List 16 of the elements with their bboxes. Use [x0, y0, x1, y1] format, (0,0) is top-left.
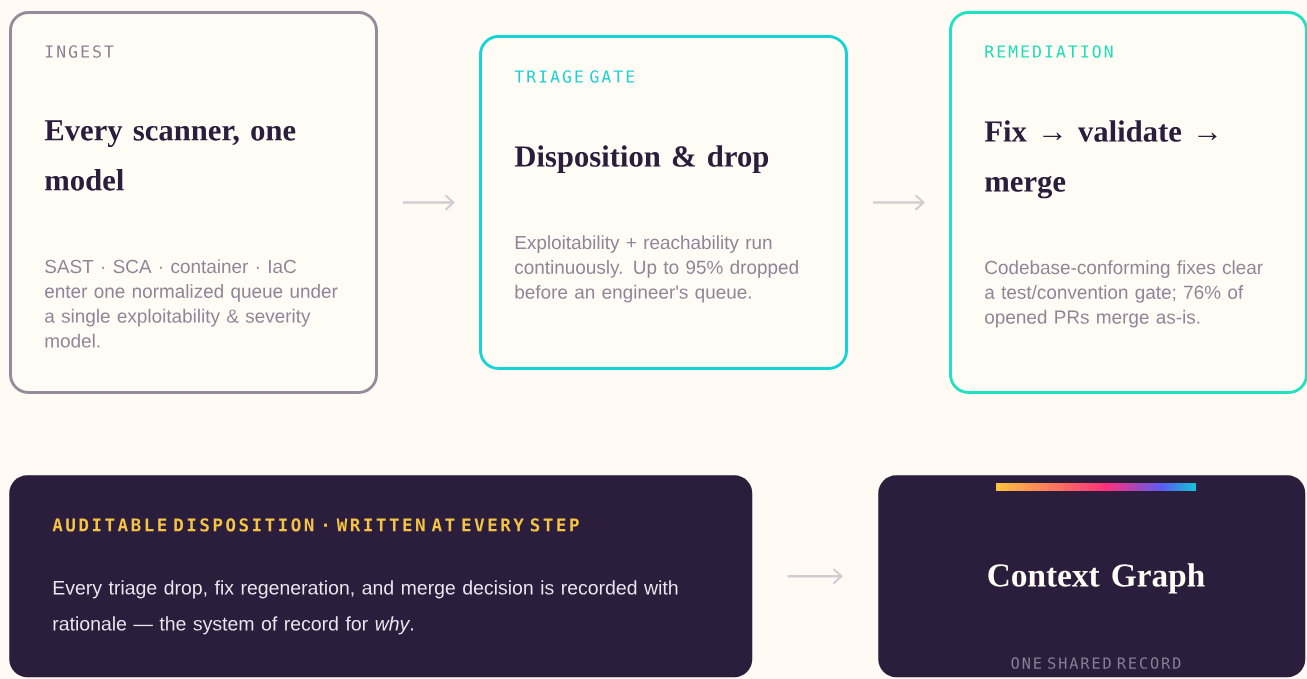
- card-heading: Fix → validate → merge: [984, 120, 1217, 199]
- panel-description: Every triage drop, fix regeneration, and merge decision is recorded with rationale — the system of record for why.: [53, 580, 678, 635]
- stage-label: TRIAGE GATE: [514, 70, 635, 83]
- card-heading: Every scanner, one model: [44, 120, 296, 191]
- card-caption: ONE SHARED RECORD: [1011, 657, 1181, 669]
- stage-label: REMEDIATION: [985, 45, 1113, 58]
- card-description: SAST · SCA · container · IaC enter one normalized queue under a single exploitability & severity model.: [45, 259, 338, 348]
- card-description: Exploitability + reachability run continuously. Up to 95% dropped before an engineer's queue.: [515, 235, 798, 303]
- card-heading: Context Graph: [988, 563, 1205, 594]
- card-description: Codebase-conforming fixes clear a test/convention gate; 76% of opened PRs merge as-is.: [985, 260, 1263, 328]
- arrow: [403, 194, 455, 211]
- panel-label: AUDITABLE DISPOSITION · WRITTEN AT EVERY STEP: [52, 518, 579, 532]
- arrow: [873, 194, 925, 211]
- stage-label: INGEST: [45, 45, 114, 58]
- arrow: [787, 568, 843, 585]
- card-heading: Disposition & drop: [514, 145, 769, 174]
